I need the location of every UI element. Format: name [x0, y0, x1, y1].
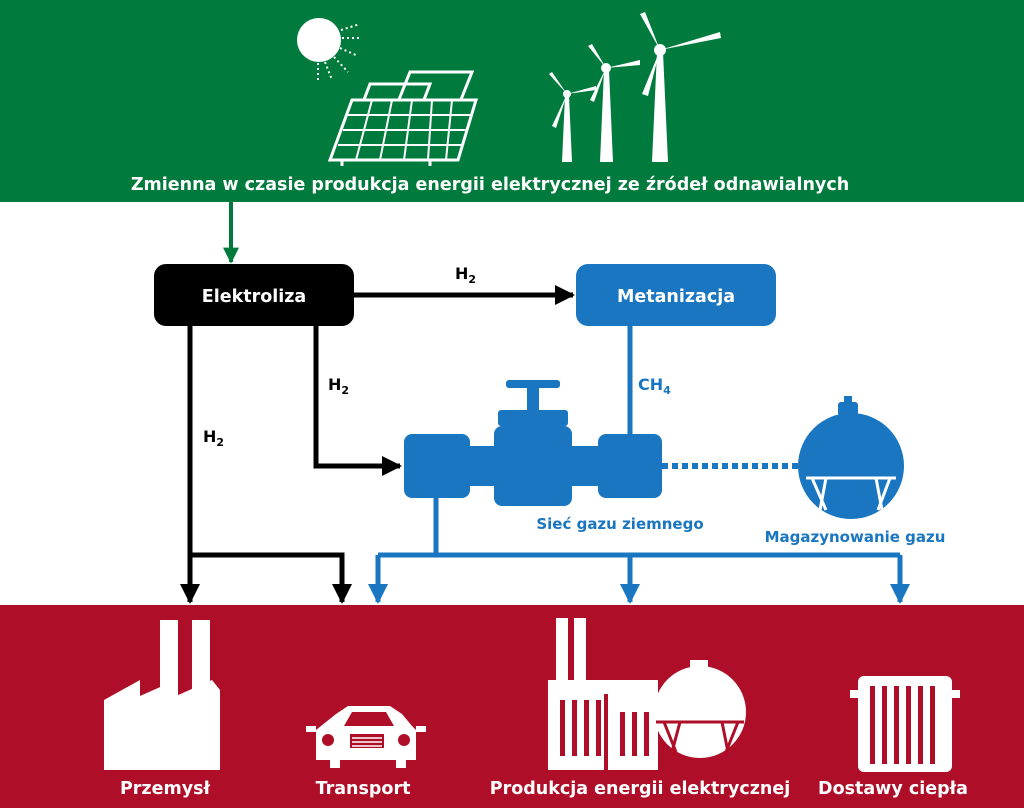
- h2-flow-lines: [180, 285, 575, 604]
- consumer-label-industry: Przemysł: [120, 779, 211, 799]
- electrolysis-label: Elektroliza: [202, 287, 306, 307]
- h2-label-grid: H2: [328, 375, 349, 397]
- factory-icon: [104, 620, 220, 770]
- consumer-label-heat: Dostawy ciepła: [818, 779, 968, 799]
- h2-label-top: H2: [455, 264, 476, 286]
- gas-flow-lines: [368, 326, 910, 604]
- radiator-icon: [850, 676, 960, 772]
- gas-grid-label: Sieć gazu ziemnego: [536, 515, 703, 533]
- sun-icon: [297, 18, 362, 82]
- power-plant-icon: [548, 618, 746, 770]
- gas-storage-icon: [798, 396, 904, 519]
- h2-label-direct: H2: [203, 427, 224, 449]
- consumer-label-transport: Transport: [316, 779, 411, 799]
- renewables-caption: Zmienna w czasie produkcja energii elekt…: [131, 175, 849, 195]
- methanation-label: Metanizacja: [617, 287, 735, 307]
- solar-panel-icon: [327, 70, 479, 166]
- wind-turbine-icon: [549, 12, 721, 162]
- car-icon: [306, 706, 426, 768]
- ch4-label: CH4: [638, 375, 671, 397]
- renewables-band: [0, 0, 1024, 202]
- methanation-node: Metanizacja: [576, 264, 776, 326]
- consumer-label-electricity: Produkcja energii elektrycznej: [490, 779, 790, 799]
- gas-storage-label: Magazynowanie gazu: [765, 528, 946, 546]
- gas-valve-icon: [404, 380, 662, 506]
- electrolysis-node: Elektroliza: [154, 264, 354, 326]
